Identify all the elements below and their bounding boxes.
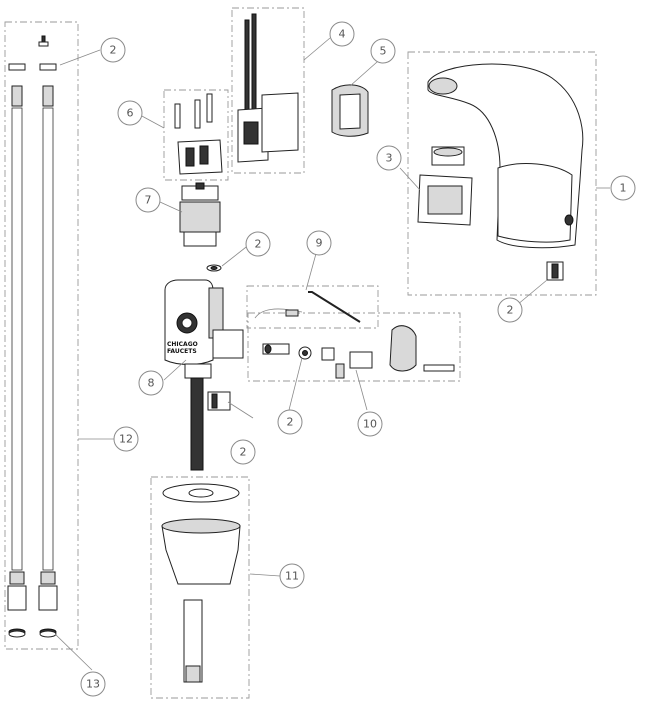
leader-lines (54, 37, 610, 671)
battery-cover (331, 84, 369, 137)
group-box-wrench (246, 285, 379, 329)
callout-12: 12 (113, 426, 139, 452)
svg-text:10: 10 (363, 418, 377, 431)
svg-text:2: 2 (240, 446, 247, 459)
callout-9: 9 (306, 230, 332, 256)
washer-under-valve (206, 264, 222, 272)
group-box-screws (163, 89, 229, 181)
callout-2b: 2 (497, 297, 523, 323)
callout-2a: 2 (100, 37, 126, 63)
callout-3: 3 (376, 145, 402, 171)
callout-13: 13 (80, 671, 106, 697)
svg-text:4: 4 (339, 28, 346, 41)
svg-text:7: 7 (145, 194, 152, 207)
control-module (237, 13, 299, 163)
callout-2c: 2 (245, 231, 271, 257)
group-box-control-module (231, 7, 305, 174)
svg-text:2: 2 (255, 238, 262, 251)
group-box-fittings (247, 312, 461, 382)
callout-4: 4 (329, 21, 355, 47)
svg-text:12: 12 (119, 433, 133, 446)
svg-text:5: 5 (380, 45, 387, 58)
svg-text:1: 1 (620, 182, 627, 195)
callout-11: 11 (279, 563, 305, 589)
brand-line-1: CHICAGO (167, 341, 198, 348)
brand-line-2: FAUCETS (167, 348, 197, 355)
group-box-supply-hoses (4, 21, 79, 650)
svg-text:2: 2 (507, 304, 514, 317)
callout-2e: 2 (277, 409, 303, 435)
svg-text:11: 11 (285, 570, 299, 583)
callout-7: 7 (135, 187, 161, 213)
fittings-set (262, 325, 455, 379)
svg-text:8: 8 (148, 377, 155, 390)
allen-wrench-set (254, 291, 361, 323)
callout-6: 6 (117, 100, 143, 126)
group-box-mounting (150, 476, 250, 699)
svg-text:2: 2 (110, 44, 117, 57)
svg-text:13: 13 (86, 678, 100, 691)
valve-body: CHICAGO FAUCETS (164, 279, 244, 471)
spout-body (427, 63, 584, 281)
callout-5: 5 (370, 38, 396, 64)
svg-text:3: 3 (386, 152, 393, 165)
supply-hoses (7, 35, 58, 638)
group-box-spout (407, 51, 597, 296)
callout-1: 1 (610, 175, 636, 201)
solenoid-valve (179, 182, 221, 247)
callout-8: 8 (138, 370, 164, 396)
screws-and-housing (174, 93, 223, 175)
aerator-and-card (417, 146, 473, 226)
svg-text:9: 9 (316, 237, 323, 250)
svg-text:6: 6 (127, 107, 134, 120)
svg-text:2: 2 (287, 416, 294, 429)
callout-2d: 2 (230, 439, 256, 465)
mounting-hardware (161, 483, 241, 683)
callout-10: 10 (357, 411, 383, 437)
